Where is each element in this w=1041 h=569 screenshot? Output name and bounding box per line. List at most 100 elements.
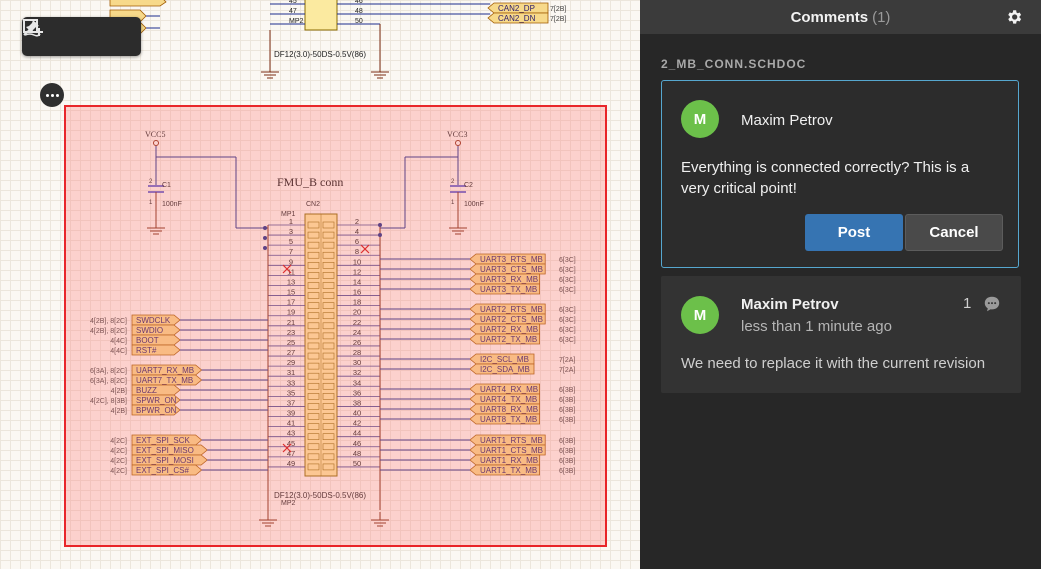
connector-pin-right-28: 28 xyxy=(353,348,361,357)
comment-selection-area[interactable] xyxy=(64,105,607,547)
connector-pad xyxy=(322,312,335,320)
connector-pad xyxy=(322,282,335,289)
left-net-ref-3: 4[4C] xyxy=(110,348,127,355)
reply-bubble-icon[interactable] xyxy=(983,295,1001,313)
connector-pad xyxy=(307,463,320,471)
left-net-9-label: EXT_SPI_SCK xyxy=(136,436,190,445)
top-net-ref-1: 7[2B] xyxy=(550,16,566,23)
no-connect-0 xyxy=(360,244,370,254)
left-net-10-flag xyxy=(131,444,208,456)
connector-pad xyxy=(307,393,320,400)
connector-pad xyxy=(322,342,335,350)
reply-count: 1 xyxy=(963,295,972,312)
left-net-4-label: UART7_RX_MB xyxy=(136,366,194,375)
left-net-11-label: EXT_SPI_MOSI xyxy=(136,456,194,465)
connector-pin-right-32: 32 xyxy=(353,368,361,377)
left-net-ref-7: 4[2C], 8[3B] xyxy=(90,398,127,405)
connector-pad xyxy=(307,403,320,410)
left-net-ref-2: 4[4C] xyxy=(110,338,127,345)
right-net-ref-10: 6[3B] xyxy=(559,387,575,394)
no-connect-2 xyxy=(282,443,292,453)
connector-pad xyxy=(307,423,320,430)
cap-right-value: 100nF xyxy=(464,201,484,208)
connector-pad xyxy=(307,231,320,239)
left-net-6-flag xyxy=(131,384,181,396)
connector-pin-right-50: 50 xyxy=(353,459,361,468)
left-net-ref-1: 4[2B], 8[2C] xyxy=(90,328,127,335)
top-net-0-label: CAN2_DP xyxy=(498,4,535,13)
freehand-draw-icon[interactable] xyxy=(24,22,136,52)
right-net-ref-15: 6[3B] xyxy=(559,448,575,455)
panel-header: Comments (1) xyxy=(640,0,1041,34)
right-net-ref-8: 7[2A] xyxy=(559,357,575,364)
connector-pin-left-33: 33 xyxy=(287,378,295,387)
connector-pin-left-19: 19 xyxy=(287,308,295,317)
right-net-6-label: UART2_RX_MB xyxy=(480,325,538,334)
junction-dot xyxy=(378,223,382,227)
connector-pin-right-16: 16 xyxy=(353,288,361,297)
connector-pin-left-31: 31 xyxy=(287,368,295,377)
comment-thread[interactable]: M Maxim Petrov less than 1 minute ago 1 … xyxy=(661,276,1021,393)
comment-draft-input[interactable]: Everything is connected correctly? This … xyxy=(681,159,970,197)
right-net-9-flag xyxy=(469,363,535,375)
connector-pad xyxy=(307,272,320,279)
document-name: 2_MB_CONN.SCHDOC xyxy=(661,57,807,71)
connector-pad xyxy=(322,362,335,370)
connector-pin-left-29: 29 xyxy=(287,358,295,367)
comment-author: Maxim Petrov xyxy=(741,112,833,129)
connector-pin-left-11: 11 xyxy=(287,267,295,276)
connector-pad xyxy=(322,372,335,380)
right-net-10-label: UART4_RX_MB xyxy=(480,385,538,394)
left-net-1-flag xyxy=(131,324,181,336)
left-net-9-flag xyxy=(131,434,203,446)
cap-left-pin-top: 2 xyxy=(149,179,153,185)
top-net-1-flag xyxy=(487,12,549,24)
connector-pin-left-21: 21 xyxy=(287,318,295,327)
right-net-ref-7: 6[3C] xyxy=(559,337,576,344)
junction-dot xyxy=(263,236,267,240)
left-net-7-label: SPWR_ON xyxy=(136,396,177,405)
left-net-11-flag xyxy=(131,454,208,466)
top-left-flag-cut xyxy=(109,0,167,7)
left-net-1-label: SWDIO xyxy=(136,326,163,335)
connector-pad xyxy=(322,292,335,299)
connector-pin-right-20: 20 xyxy=(353,308,361,317)
top-pin-right-1: 48 xyxy=(355,8,363,15)
avatar: M xyxy=(681,296,719,334)
post-button[interactable]: Post xyxy=(805,214,903,251)
connector-pad xyxy=(307,292,320,299)
connector-pin-right-14: 14 xyxy=(353,277,361,286)
connector-pad xyxy=(322,382,335,390)
connector-pin-right-30: 30 xyxy=(353,358,361,367)
cancel-button[interactable]: Cancel xyxy=(905,214,1003,251)
comment-marker-icon[interactable] xyxy=(40,83,64,107)
top-net-1-label: CAN2_DN xyxy=(498,14,536,23)
connector-pad xyxy=(322,302,335,309)
top-net-ref-0: 7[2B] xyxy=(550,6,566,13)
connector-pad xyxy=(322,403,335,410)
gear-icon[interactable] xyxy=(1005,8,1023,26)
left-net-ref-10: 4[2C] xyxy=(110,448,127,455)
connector-pin-left-27: 27 xyxy=(287,348,295,357)
connector-pad xyxy=(322,453,335,461)
right-net-ref-17: 6[3B] xyxy=(559,468,575,475)
right-net-ref-11: 6[3B] xyxy=(559,397,575,404)
add-area-icon[interactable] xyxy=(23,19,96,52)
right-net-ref-9: 7[2A] xyxy=(559,367,575,374)
connector-pin-right-18: 18 xyxy=(353,298,361,307)
right-net-7-label: UART2_TX_MB xyxy=(480,335,537,344)
right-net-15-label: UART1_CTS_MB xyxy=(480,446,543,455)
connector-pad xyxy=(307,453,320,461)
right-net-3-flag xyxy=(469,283,540,295)
right-net-16-label: UART1_RX_MB xyxy=(480,456,538,465)
left-net-6-label: BUZZ xyxy=(136,386,157,395)
connector-pad xyxy=(307,241,320,249)
right-net-13-label: UART8_TX_MB xyxy=(480,415,537,424)
connector-pin-left-45: 45 xyxy=(287,439,295,448)
connector-pad xyxy=(307,342,320,350)
left-net-ref-0: 4[2B], 8[2C] xyxy=(90,318,127,325)
right-net-ref-14: 6[3B] xyxy=(559,438,575,445)
connector-pin-right-26: 26 xyxy=(353,338,361,347)
right-net-7-flag xyxy=(469,333,540,345)
